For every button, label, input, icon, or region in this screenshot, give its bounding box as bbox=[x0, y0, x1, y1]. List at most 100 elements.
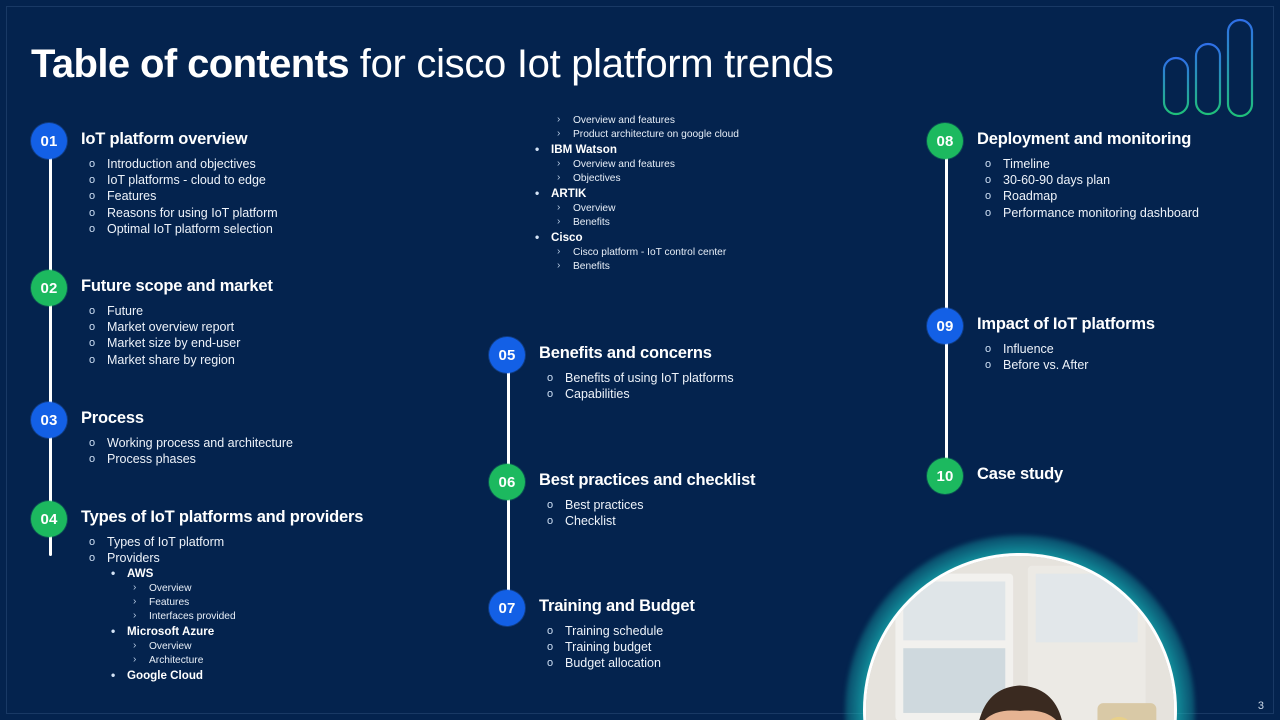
section-title: Process bbox=[81, 409, 144, 427]
list-item: ›Features bbox=[127, 596, 236, 610]
sub-items-list: › Overview and features ›Product architect… bbox=[505, 114, 739, 274]
list-item-label: Reasons for using IoT platform bbox=[107, 205, 278, 220]
list-item-label: Process phases bbox=[107, 452, 196, 467]
section-number-badge[interactable]: 02 bbox=[31, 270, 67, 306]
bullet-marker: o bbox=[985, 174, 992, 187]
section-number-badge[interactable]: 08 bbox=[927, 123, 963, 159]
section-title: IoT platform overview bbox=[81, 130, 248, 148]
bullet-marker: o bbox=[985, 359, 992, 372]
list-item-label: Overview bbox=[149, 583, 192, 595]
bullet-marker: • bbox=[535, 230, 540, 244]
list-item: • ARTIK bbox=[529, 186, 739, 202]
section-title: Best practices and checklist bbox=[539, 471, 756, 489]
bullet-marker: o bbox=[89, 321, 96, 334]
section-title: Case study bbox=[977, 465, 1064, 483]
bullet-marker: o bbox=[985, 158, 992, 170]
section-number-badge[interactable]: 07 bbox=[489, 590, 525, 626]
bullet-marker: o bbox=[89, 353, 96, 366]
list-item-label: Cisco platform - IoT control center bbox=[573, 247, 727, 258]
section-number: 04 bbox=[40, 510, 58, 528]
section-number-badge[interactable]: 03 bbox=[31, 402, 67, 438]
list-item: ›Cisco platform - IoT control center bbox=[551, 246, 739, 260]
bullet-marker: o bbox=[985, 190, 992, 203]
list-item-label: Future bbox=[107, 304, 144, 318]
list-item: ›Overview bbox=[127, 640, 236, 654]
list-item-label: Timeline bbox=[1003, 157, 1050, 171]
list-item-label: Introduction and objectives bbox=[107, 157, 256, 171]
list-item-label: Checklist bbox=[565, 514, 616, 529]
section-title: Training and Budget bbox=[539, 597, 695, 615]
section-title: Types of IoT platforms and providers bbox=[81, 508, 364, 526]
list-item: ›Overview and features bbox=[551, 114, 739, 128]
list-item-label: Microsoft Azure bbox=[127, 625, 215, 639]
list-item: › Overview and features bbox=[551, 158, 739, 172]
bullet-marker: o bbox=[547, 641, 554, 654]
section-number: 02 bbox=[40, 279, 58, 297]
bullet-marker: › bbox=[133, 610, 137, 622]
bullet-marker: o bbox=[89, 158, 96, 170]
list-item-label: Overview bbox=[573, 203, 616, 214]
list-item-label: Google Cloud bbox=[127, 669, 203, 683]
list-item-label: IoT platforms - cloud to edge bbox=[107, 173, 266, 188]
bullet-marker: o bbox=[985, 343, 992, 355]
bullet-marker: › bbox=[557, 158, 561, 169]
bullet-marker: o bbox=[547, 499, 554, 511]
section-number: 07 bbox=[498, 599, 516, 617]
section-title: Impact of IoT platforms bbox=[977, 315, 1155, 333]
section-number-badge[interactable]: 04 bbox=[31, 501, 67, 537]
bullet-marker: • bbox=[111, 668, 116, 683]
bullet-marker: o bbox=[89, 437, 96, 449]
list-item-label: Influence bbox=[1003, 342, 1054, 356]
list-item-label: Overview and features bbox=[573, 159, 675, 170]
section-number-badge[interactable]: 09 bbox=[927, 308, 963, 344]
list-item: ›Benefits bbox=[551, 260, 739, 274]
list-item: ›Product architecture on google cloud bbox=[551, 128, 739, 142]
page-title-bold: Table of contents bbox=[31, 42, 350, 86]
three-rounded-bars-icon bbox=[1146, 14, 1256, 120]
list-item-label: Capabilities bbox=[565, 387, 630, 402]
section-number: 03 bbox=[40, 411, 58, 429]
list-item: ›Overview bbox=[127, 582, 236, 596]
bullet-marker: o bbox=[547, 657, 554, 670]
list-item-label: Cisco bbox=[551, 231, 583, 244]
list-item-label: Types of IoT platform bbox=[107, 535, 225, 549]
list-item: o Training budget bbox=[539, 639, 663, 655]
page-title: Table of contents for cisco Iot platform… bbox=[31, 40, 834, 88]
section-number-badge[interactable]: 06 bbox=[489, 464, 525, 500]
list-item-label: Benefits bbox=[573, 217, 610, 228]
section-title: Future scope and market bbox=[81, 277, 273, 295]
section-number-badge[interactable]: 05 bbox=[489, 337, 525, 373]
list-item: • Google Cloud bbox=[105, 668, 236, 684]
bullet-marker: o bbox=[89, 453, 96, 466]
list-item: •IBM Watson bbox=[529, 142, 739, 158]
list-item-label: Features bbox=[107, 189, 157, 204]
section-number: 06 bbox=[498, 473, 516, 491]
list-item-label: Objectives bbox=[573, 173, 621, 184]
bullet-marker: › bbox=[557, 260, 561, 271]
section-number: 05 bbox=[498, 346, 516, 364]
section-number-badge[interactable]: 10 bbox=[927, 458, 963, 494]
bullet-marker: • bbox=[535, 186, 540, 200]
list-item-label: ARTIK bbox=[551, 187, 587, 200]
list-item: ›Benefits bbox=[551, 216, 739, 230]
section-number-badge[interactable]: 01 bbox=[31, 123, 67, 159]
list-item-label: Training budget bbox=[565, 640, 652, 655]
